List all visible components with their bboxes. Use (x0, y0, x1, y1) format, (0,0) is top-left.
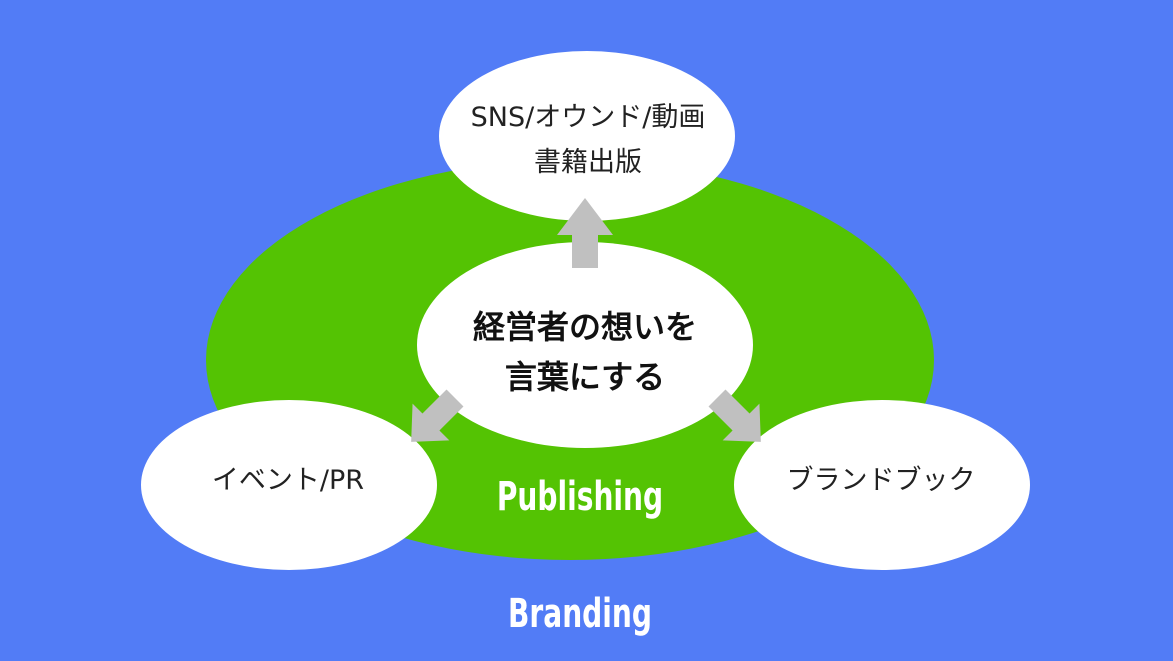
arrow-up-icon (557, 198, 613, 268)
right-node (734, 400, 1030, 570)
publishing-label: Publishing (496, 474, 664, 520)
center-node (417, 242, 753, 448)
left-node-label: イベント/PR (211, 465, 365, 496)
top-node (439, 51, 735, 221)
left-node (141, 400, 437, 570)
right-node-label: ブランドブック (786, 465, 976, 496)
branding-label: Branding (508, 591, 652, 637)
arrow-down-right-icon (708, 389, 761, 442)
arrow-down-left-icon (411, 389, 464, 442)
top-node-label-line1: SNS/オウンド/動画 (470, 102, 706, 133)
center-node-label-line1: 経営者の想いを (472, 308, 697, 346)
top-node-label-line2: 書籍出版 (534, 147, 642, 178)
center-node-label-line2: 言葉にする (504, 358, 666, 396)
